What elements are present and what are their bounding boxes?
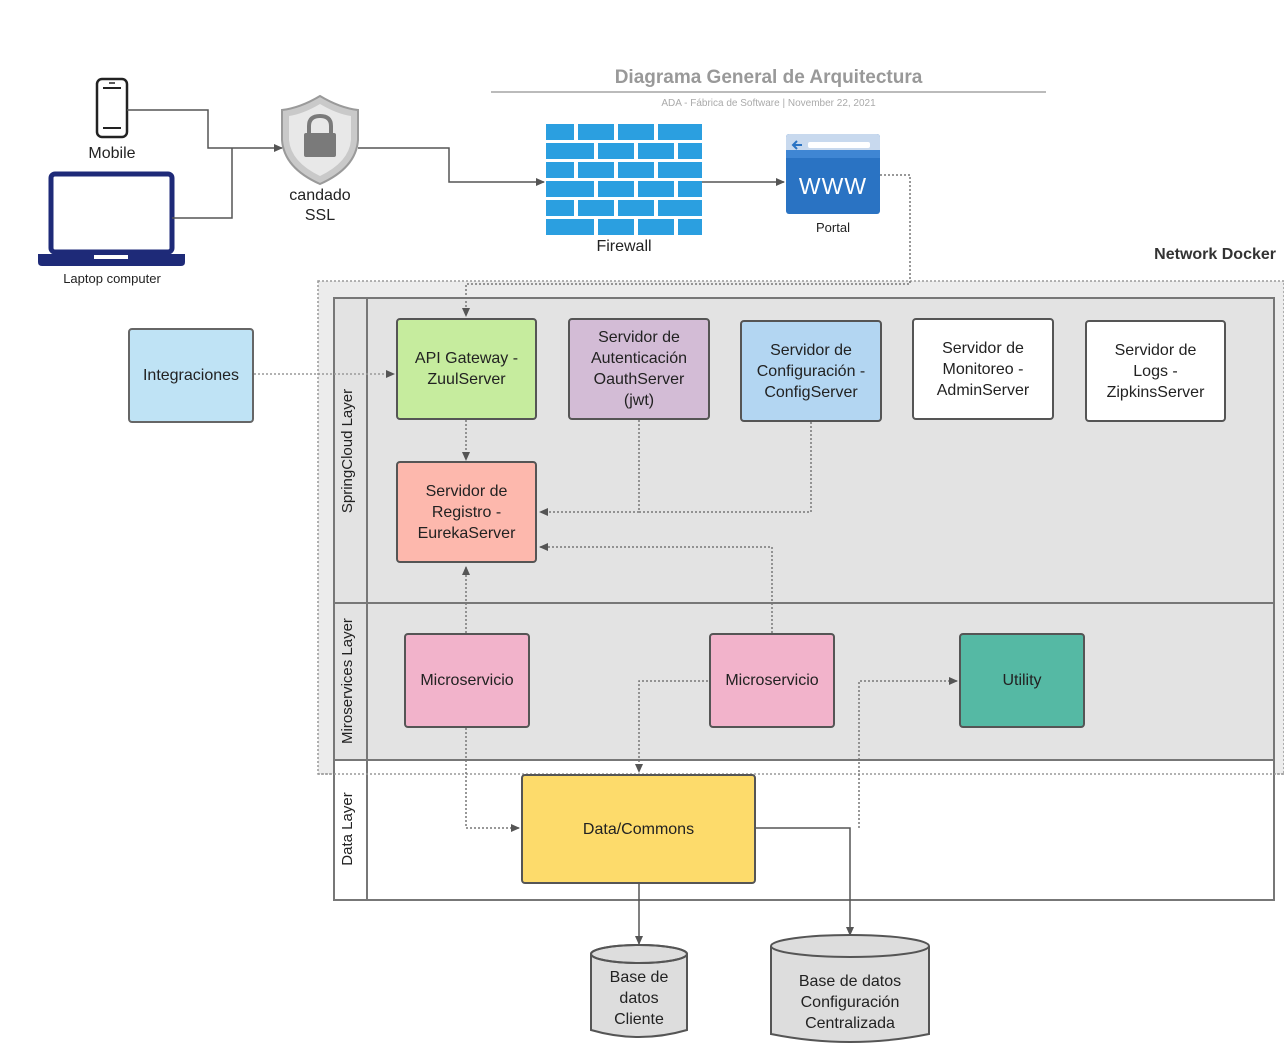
db-config-label[interactable]: Base de datos Configuración Centralizada [798, 973, 902, 1032]
firewall-icon [546, 124, 702, 235]
diagram-subtitle: ADA - Fábrica de Software | November 22,… [661, 98, 876, 109]
registry-server-node[interactable]: Servidor de Registro - EurekaServer [396, 461, 537, 563]
portal-to-gateway-arrow [462, 174, 911, 317]
logs-server-node[interactable]: Servidor de Logs - ZipkinsServer [1085, 320, 1226, 422]
ssl-to-firewall-arrow [358, 147, 545, 186]
micro1-to-data-arrow [465, 728, 520, 832]
microservice-1-node[interactable]: Microservicio [404, 633, 530, 728]
monitor-server-node[interactable]: Servidor de Monitoreo - AdminServer [912, 318, 1054, 420]
portal-label: Portal [816, 220, 850, 235]
config-to-registry-arrow [639, 422, 812, 513]
portal-browser-icon [786, 134, 880, 214]
springcloud-layer-label: SpringCloud Layer [339, 388, 356, 514]
mobile-label: Mobile [88, 145, 136, 162]
config-server-node[interactable]: Servidor de Configuración - ConfigServer [740, 320, 882, 422]
mobile-icon [95, 77, 129, 139]
network-docker-label: Network Docker [1154, 246, 1276, 263]
laptop-icon [38, 171, 185, 266]
micro2-to-registry-arrow [539, 543, 773, 633]
portal-www-badge: WWW [798, 173, 868, 199]
data-lane [333, 759, 1275, 901]
diagram-title: Diagrama General de Arquitectura [614, 67, 923, 88]
firewall-label: Firewall [596, 238, 652, 255]
api-gateway-node[interactable]: API Gateway - ZuulServer [396, 318, 537, 420]
microservice-2-node[interactable]: Microservicio [709, 633, 835, 728]
ssl-shield-icon [281, 94, 359, 186]
auth-server-node[interactable]: Servidor de Autenticación OauthServer (j… [568, 318, 710, 420]
data-to-dbconfig-arrow [756, 827, 854, 936]
data-commons-node[interactable]: Data/Commons [521, 774, 756, 884]
db-client-cylinder [590, 944, 688, 1038]
data-layer-label: Data Layer [339, 792, 356, 866]
laptop-label: Laptop computer [63, 271, 161, 286]
db-client-label[interactable]: Base de datos Cliente [609, 969, 669, 1028]
integraciones-node[interactable]: Integraciones [128, 328, 254, 423]
laptop-to-ssl-arrow [172, 148, 233, 219]
utility-node[interactable]: Utility [959, 633, 1085, 728]
micro2-to-data-arrow [635, 680, 708, 773]
micro2-to-utility-arrow [858, 677, 958, 828]
ssl-label: candado SSL [289, 187, 351, 224]
mobile-to-ssl-arrow [127, 109, 283, 152]
db-config-cylinder [770, 934, 930, 1043]
